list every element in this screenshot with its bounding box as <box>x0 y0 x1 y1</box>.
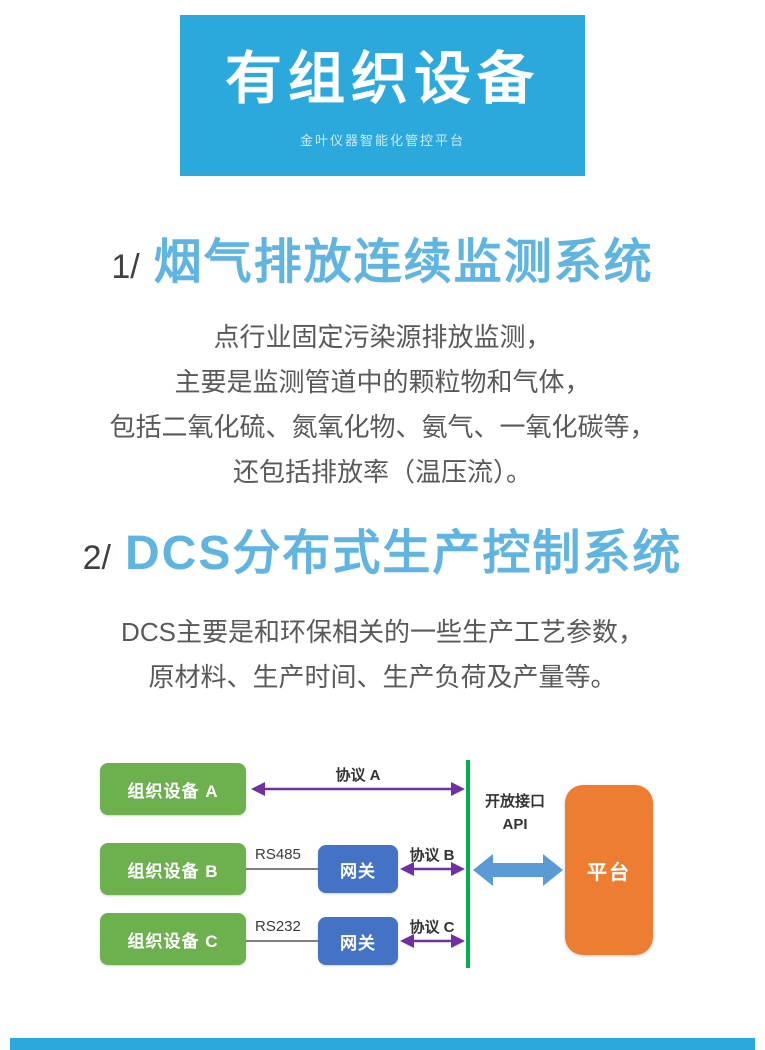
section2-number: 2/ <box>82 539 111 577</box>
protocol-c-label: 协议 C <box>409 919 455 936</box>
open-interface-label: 开放接口 <box>484 793 545 810</box>
section1-line: 点行业固定污染源排放监测， <box>213 322 552 352</box>
rs485-label: RS485 <box>255 846 301 863</box>
device-box-a: 组织设备 A <box>100 763 246 815</box>
bus-to-platform-arrow <box>473 854 563 886</box>
gateway-box-2: 网关 <box>318 917 398 965</box>
api-label: API <box>502 816 528 833</box>
protocol-b-label: 协议 B <box>409 847 455 864</box>
gateway-box-1: 网关 <box>318 845 398 893</box>
protocol-a-arrow <box>251 782 465 796</box>
section1-title: 烟气排放连续监测系统 <box>153 236 654 289</box>
section1-body: 点行业固定污染源排放监测， 主要是监测管道中的颗粒物和气体， 包括二氧化硫、氮氧… <box>0 315 765 495</box>
section1-line: 包括二氧化硫、氮氧化物、氨气、一氧化碳等， <box>109 412 656 442</box>
section1-line: 还包括排放率（温压流）。 <box>232 457 532 487</box>
rs232-label: RS232 <box>255 918 301 935</box>
section2-title: DCS分布式生产控制系统 <box>125 527 683 580</box>
footer-bar <box>10 1038 755 1050</box>
protocol-a-label: 协议 A <box>335 767 381 784</box>
section2-line: DCS主要是和环保相关的一些生产工艺参数， <box>121 617 644 647</box>
header-banner: 有组织设备 金叶仪器智能化管控平台 <box>180 15 585 176</box>
page-subtitle: 金叶仪器智能化管控平台 <box>299 132 465 148</box>
section1-heading: 1/ 烟气排放连续监测系统 <box>0 222 765 292</box>
protocol-b-arrow <box>400 862 465 876</box>
device-box-b: 组织设备 B <box>100 843 246 895</box>
diagram-connectors <box>246 760 563 968</box>
architecture-diagram: 组织设备 A 组织设备 B 组织设备 C 网关 网关 平台 协议 A 协议 B … <box>55 740 715 1020</box>
section1-number: 1/ <box>111 248 140 286</box>
section1-line: 主要是监测管道中的颗粒物和气体， <box>174 367 591 397</box>
section2-heading: 2/ DCS分布式生产控制系统 <box>0 513 765 583</box>
section2-body: DCS主要是和环保相关的一些生产工艺参数， 原材料、生产时间、生产负荷及产量等。 <box>0 610 765 700</box>
page-title: 有组织设备 <box>225 46 540 111</box>
device-box-c: 组织设备 C <box>100 913 246 965</box>
protocol-c-arrow <box>400 934 465 948</box>
section2-line: 原材料、生产时间、生产负荷及产量等。 <box>148 662 617 692</box>
platform-box: 平台 <box>565 785 653 955</box>
